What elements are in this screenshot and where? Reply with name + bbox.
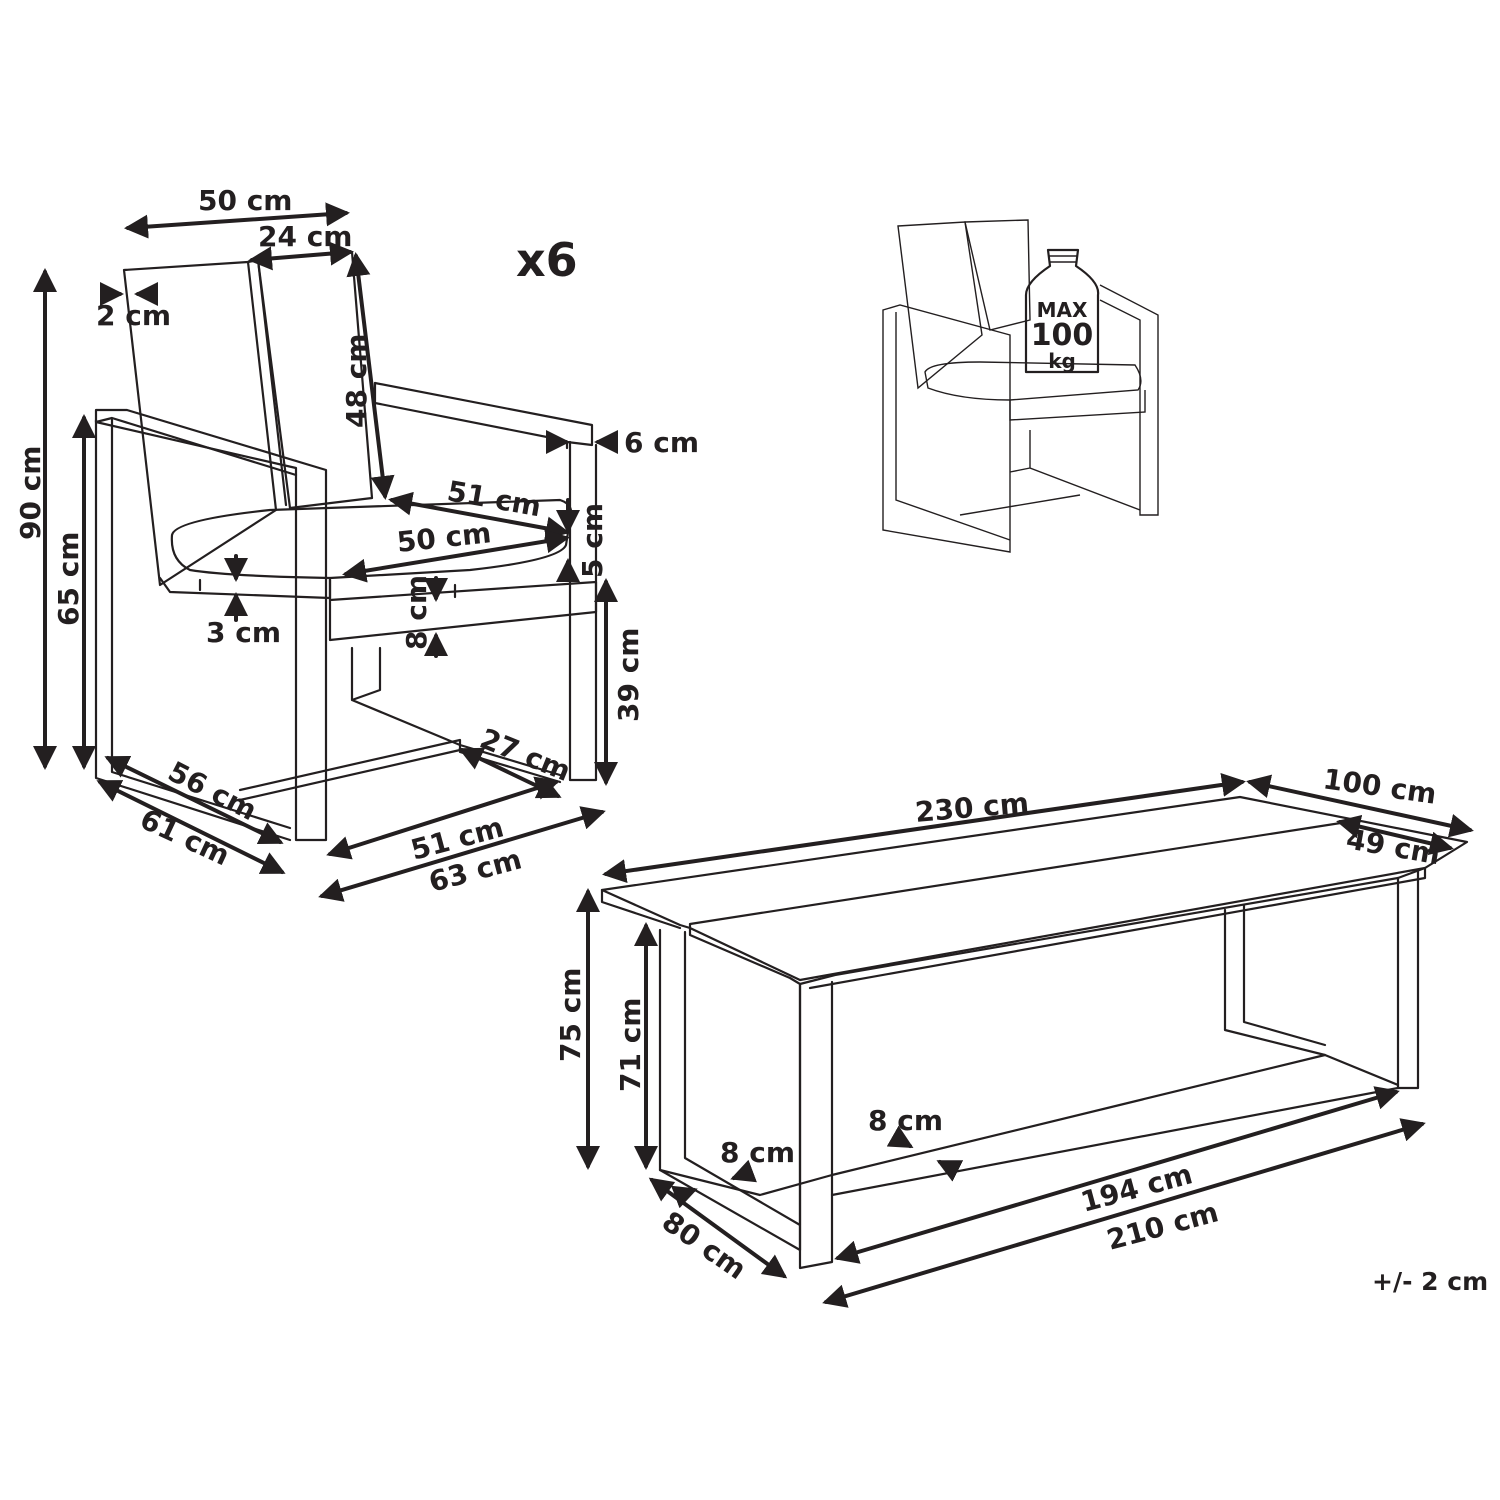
- label-chair-5cm: 5 cm: [576, 503, 609, 578]
- label-chair-39cm: 39 cm: [612, 628, 645, 723]
- max-load-unit: kg: [1048, 349, 1076, 373]
- label-chair-51cm-depth: 51 cm: [445, 474, 544, 523]
- weight-bottle-icon: [1024, 248, 1100, 374]
- label-table-8cm-front: 8 cm: [720, 1136, 795, 1169]
- load-chair-drawing: MAX 100 kg: [882, 219, 1159, 553]
- chair-left-armrest: [94, 408, 328, 842]
- tolerance-note: +/- 2 cm: [1372, 1267, 1488, 1296]
- label-chair-6cm: 6 cm: [624, 426, 699, 459]
- label-chair-27cm: 27 cm: [475, 722, 575, 788]
- label-chair-65cm: 65 cm: [52, 532, 85, 627]
- label-chair-50cm-top: 50 cm: [198, 184, 293, 217]
- table-drawing: [600, 795, 1469, 1270]
- label-chair-90cm: 90 cm: [14, 446, 47, 541]
- label-table-49cm: 49 cm: [1344, 822, 1443, 871]
- label-table-75cm: 75 cm: [554, 968, 587, 1063]
- dimension-lines: [33, 202, 1474, 1308]
- label-chair-24cm: 24 cm: [258, 220, 353, 253]
- label-table-230cm: 230 cm: [914, 786, 1030, 829]
- max-load-value: 100: [1031, 318, 1094, 353]
- label-table-71cm: 71 cm: [614, 998, 647, 1093]
- label-chair-2cm: 2 cm: [96, 299, 171, 332]
- label-chair-3cm: 3 cm: [206, 616, 281, 649]
- max-load-label: MAX: [1037, 298, 1088, 322]
- label-chair-8cm: 8 cm: [400, 575, 433, 650]
- label-chair-48cm: 48 cm: [340, 334, 373, 429]
- label-table-8cm-side: 8 cm: [868, 1104, 943, 1137]
- label-table-100cm: 100 cm: [1321, 762, 1438, 811]
- chair-quantity: x6: [516, 233, 578, 287]
